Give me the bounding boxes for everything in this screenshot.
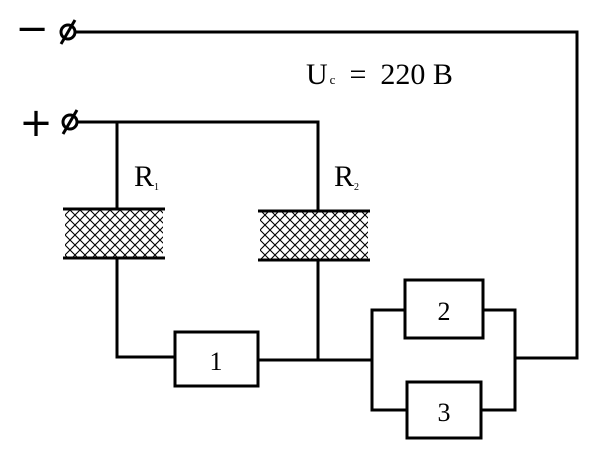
resistor-r2-label: R2 xyxy=(334,160,359,193)
supply-voltage-symbol: U xyxy=(306,58,328,91)
resistor-r1-symbol: R xyxy=(134,160,154,193)
load-2: 2 xyxy=(403,278,485,340)
load-1-box xyxy=(173,330,260,388)
resistor-r1-label: R1 xyxy=(134,160,159,193)
load-3: 3 xyxy=(405,380,483,440)
negative-terminal-connector-icon xyxy=(59,19,77,45)
load-3-box xyxy=(405,380,483,440)
supply-voltage-subscript: c xyxy=(330,72,336,87)
resistor-r1: R1 xyxy=(63,160,165,260)
positive-terminal: + xyxy=(19,100,79,146)
parallel-left-rail xyxy=(370,308,409,412)
resistor-r2-body xyxy=(260,211,368,260)
load-1-label: 1 xyxy=(210,347,223,376)
wires xyxy=(73,30,579,412)
positive-terminal-connector-icon xyxy=(61,109,79,135)
parallel-right-rail xyxy=(479,308,517,412)
negative-wire xyxy=(73,30,579,360)
resistor-r1-body xyxy=(65,209,163,258)
load-3-label: 3 xyxy=(438,398,451,427)
resistor-r1-subscript: 1 xyxy=(154,182,159,193)
resistor-r2-symbol: R xyxy=(334,160,354,193)
resistor-r2-subscript: 2 xyxy=(354,182,359,193)
supply-voltage-equals: = xyxy=(349,58,366,91)
load-2-label: 2 xyxy=(438,297,451,326)
positive-sign: + xyxy=(19,100,53,146)
negative-terminal: − xyxy=(15,6,77,52)
load-1: 1 xyxy=(173,330,260,388)
r1-bottom-lead xyxy=(115,256,177,359)
load-2-box xyxy=(403,278,485,340)
resistor-r2: R2 xyxy=(258,160,370,262)
negative-sign: − xyxy=(15,6,49,52)
supply-voltage-value: 220 В xyxy=(380,58,453,91)
